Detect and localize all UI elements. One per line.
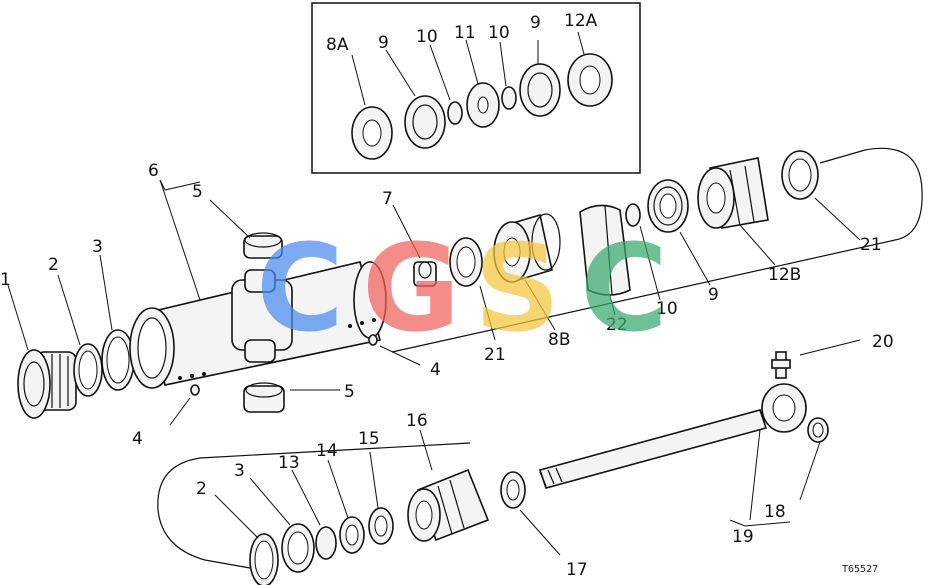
part-cylinder-barrel	[129, 261, 387, 389]
callout-4-right: 4	[430, 360, 441, 380]
figure-code: T65527	[842, 564, 878, 575]
inset-box	[311, 2, 641, 174]
callout-10-inset-left: 10	[416, 27, 438, 47]
callout-18: 18	[764, 502, 786, 522]
assembly-loop-lower	[157, 442, 471, 569]
part-plug-4b	[368, 334, 378, 346]
callout-4-left: 4	[132, 429, 143, 449]
callout-5-bottom: 5	[344, 382, 355, 402]
callout-10: 10	[656, 299, 678, 319]
callout-9-inset-left: 9	[378, 33, 389, 53]
part-piston-12b	[697, 157, 769, 229]
part-end-cap	[17, 349, 77, 419]
inset-part-12a	[567, 53, 613, 107]
callout-2-lower: 2	[196, 479, 207, 499]
callout-9-inset-right: 9	[530, 13, 541, 33]
callout-8b: 8B	[548, 330, 570, 350]
callout-12a: 12A	[564, 11, 598, 31]
callout-3: 3	[92, 237, 103, 257]
part-seal-9	[647, 179, 689, 233]
inset-part-10b	[501, 86, 517, 110]
part-ring-13	[315, 526, 337, 560]
watermark-letter-3: S	[474, 220, 560, 359]
inset-part-10a	[447, 101, 463, 125]
part-gland-16	[407, 468, 490, 542]
watermark-letter-1: C	[256, 220, 344, 359]
callout-6: 6	[148, 161, 159, 181]
callout-5-top: 5	[192, 182, 203, 202]
inset-part-9b	[519, 63, 561, 117]
callout-20: 20	[872, 332, 894, 352]
inset-part-11	[466, 82, 500, 128]
watermark-letter-4: C	[580, 220, 668, 359]
callout-15: 15	[358, 429, 380, 449]
callout-2: 2	[48, 255, 59, 275]
callout-16: 16	[406, 411, 428, 431]
callout-12b: 12B	[768, 265, 801, 285]
part-ring-10	[625, 203, 641, 227]
part-grease-fitting	[771, 351, 791, 379]
part-plug-4a	[190, 384, 200, 396]
watermark-letter-2: G	[362, 220, 461, 359]
callout-13: 13	[278, 453, 300, 473]
inset-part-9a	[404, 95, 446, 149]
callout-7: 7	[382, 189, 393, 209]
callout-17: 17	[566, 560, 588, 580]
callout-21-right: 21	[860, 235, 882, 255]
part-bushing-upper	[243, 232, 283, 259]
callout-19: 19	[732, 527, 754, 547]
callout-22: 22	[606, 315, 628, 335]
part-piston-rod	[538, 383, 807, 489]
callout-11: 11	[454, 23, 476, 43]
callout-21-left: 21	[484, 345, 506, 365]
part-split-ring	[579, 204, 631, 296]
callout-3-lower: 3	[234, 461, 245, 481]
part-piston-8b	[493, 213, 561, 283]
callout-9: 9	[708, 285, 719, 305]
part-nut	[413, 261, 437, 287]
callout-10-inset-right: 10	[488, 23, 510, 43]
assembly-loop-upper	[391, 147, 923, 353]
watermark: C G S C	[256, 220, 668, 359]
callout-1: 1	[0, 270, 11, 290]
callout-8a: 8A	[326, 35, 349, 55]
inset-part-8a	[351, 106, 393, 160]
part-bushing-lower	[243, 382, 285, 413]
callout-14: 14	[316, 441, 338, 461]
